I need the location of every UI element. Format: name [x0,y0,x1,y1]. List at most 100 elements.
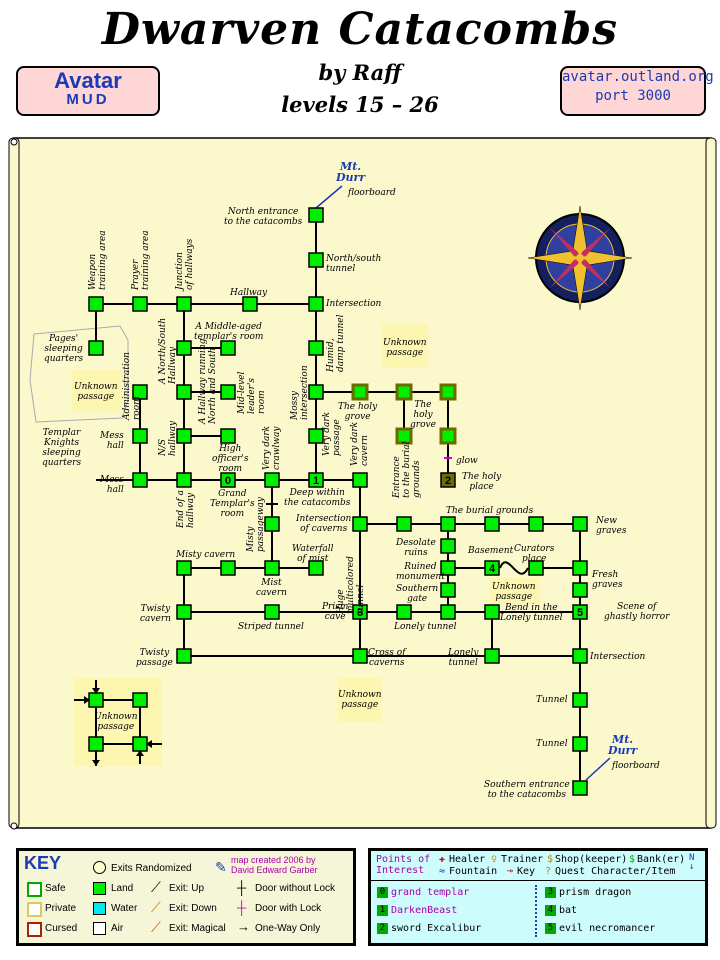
poi-marker-m4: 4 [489,563,496,575]
map-room-square [132,736,148,752]
room-label-intersection-caverns: Intersection of caverns [296,514,352,534]
map-room-square [264,560,280,576]
private-swatch [27,902,42,917]
map-room-square [484,648,500,664]
north-arrow-icon: N↓ [689,853,695,872]
poi-name-5: evil necromancer [559,923,656,934]
map-room-square [395,383,413,401]
poi-num-2: 2 [377,923,388,934]
map-room-square [176,648,192,664]
map-room-square [572,516,588,532]
room-label-pages-quarters: Pages' sleeping quarters [44,334,84,364]
scroll-left-roll [8,137,20,829]
mt-durr-label-bottom: Mt. Durr [608,733,638,757]
poi-shop: Shop(keeper) [555,854,628,865]
poi-marker-m2: 2 [445,475,451,487]
room-label-prism-cave: Prism cave [322,602,349,622]
map-room-square [308,340,324,356]
map-room-square [439,383,457,401]
room-label-striped-tunnel: Striped tunnel [238,622,304,632]
exit-up-mt-durr-bottom [585,757,611,781]
exit-down-icon: ⟋ [151,899,161,915]
key-exit-up: Exit: Up [169,883,205,894]
fountain-icon: ≈ [439,866,446,877]
key-one-way: One-Way Only [255,923,321,934]
map-room-square [176,604,192,620]
map-room-square [352,472,368,488]
map-room-square [484,604,500,620]
map-room-square [572,692,588,708]
map-room-square [572,648,588,664]
room-label-new-graves: New graves [596,516,627,536]
room-label-curators-place: Curators place [514,544,555,564]
room-label-administration: Administration room [122,352,142,420]
room-label-holy-grove-1: The holy grove [338,402,378,422]
map-room-square [264,516,280,532]
exit-up-mt-durr-top [315,185,343,209]
room-label-waterfall: Waterfall of mist [292,544,334,564]
map-room-square [308,252,324,268]
map-room-square [132,296,148,312]
exit-magical-icon: ⟋ [151,919,161,935]
room-label-fresh-graves: Fresh graves [592,570,623,590]
room-label-misty-cavern-1: Misty cavern [176,550,236,560]
one-way-arrowhead [84,696,90,704]
map-room-square [440,582,456,598]
room-label-cross-caverns: Cross of caverns [368,648,406,668]
mt-durr-label-top: Mt. Durr [336,160,366,184]
compass-rose-icon [527,205,633,311]
map-room-square [264,604,280,620]
scroll-curl-top [10,138,18,146]
map-passage-basement-curve [499,561,529,575]
mud-banner: Avatar MUD [16,66,160,116]
map-room-square [484,516,500,532]
map-room-square [88,296,104,312]
room-label-lonely-tunnel-1: Lonely tunnel [394,622,457,632]
key-land: Land [111,883,134,894]
safe-swatch [27,882,42,897]
map-room-square [572,736,588,752]
scroll-right-roll [705,137,717,829]
pages-quarters-outline [29,325,129,423]
room-label-lonely-tunnel-2: Lonely tunnel [448,648,479,668]
map-room-square [88,736,104,752]
trainer-icon: ♀ [491,854,498,865]
exits-randomized-icon [93,861,106,874]
poi-name-2: sword Excalibur [391,923,482,934]
one-way-arrowhead [92,688,100,694]
key-water: Water [111,903,138,914]
poi-healer: Healer [449,854,486,865]
quest-icon: ? [545,866,552,877]
map-room-square [220,472,236,488]
host-port: port 3000 [595,88,671,104]
key-air: Air [111,923,124,934]
poi-trainer: Trainer [501,854,544,865]
map-room-square [440,538,456,554]
key-exit-magical: Exit: Magical [169,923,226,934]
poi-bank: Bank(er) [637,854,686,865]
map-room-square [308,560,324,576]
points-of-interest-legend: Points of Interest ✚ Healer ♀ Trainer $ … [368,848,708,946]
map-room-square [176,472,192,488]
land-swatch [93,882,106,895]
map-author: by Raff [318,60,402,85]
floorboard-label-top: floorboard [348,188,396,198]
map-room-square [308,207,324,223]
map-title: Dwarven Catacombs [101,4,619,55]
map-room-square [220,384,236,400]
room-label-intersection-top: Intersection [326,299,382,309]
room-label-humid: Humid, damp tunnel [326,314,346,373]
room-label-tunnel-1: Tunnel [536,695,568,705]
one-way-arrow-icon: → [237,919,250,934]
map-room-square [132,692,148,708]
map-room-square [528,560,544,576]
room-label-north-south-hallway: A North/South Hallway [158,317,178,384]
room-label-end-hallway: End of a hallway [176,490,196,528]
room-label-unknown-right: Unknown passage [492,582,536,602]
scroll-quill-icon: ✎ [215,859,227,875]
one-way-arrowhead [146,740,152,748]
map-room-square [440,472,456,488]
poi-num-3: 3 [545,887,556,898]
room-label-unknown-bottom: Unknown passage [338,690,382,710]
